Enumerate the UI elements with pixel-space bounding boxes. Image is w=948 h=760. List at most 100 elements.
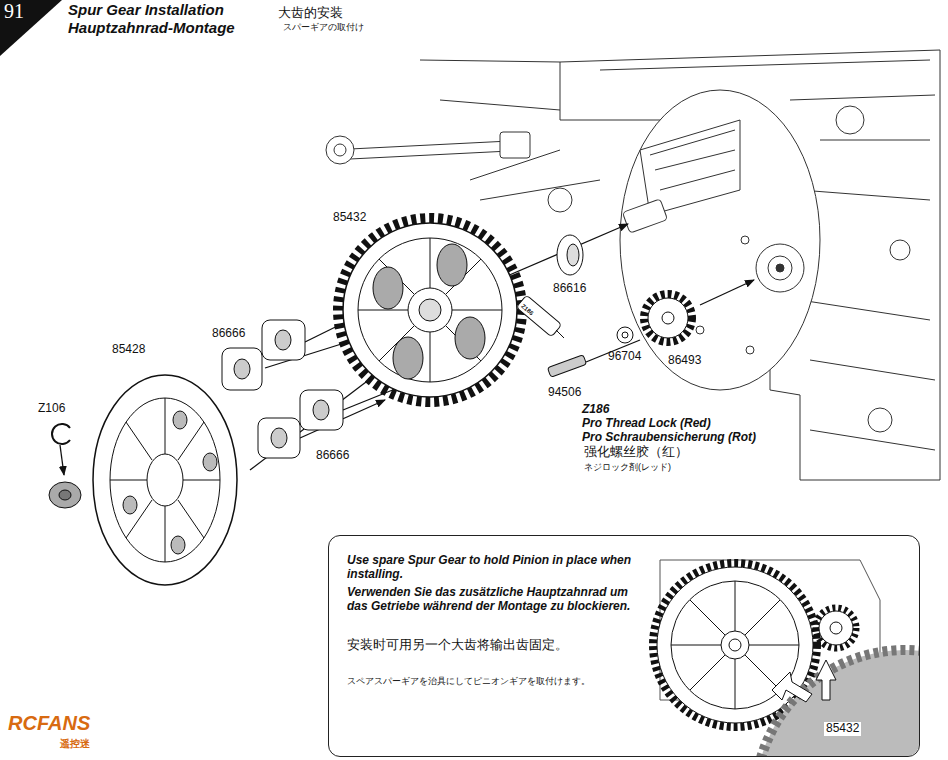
slipper-plate [110,398,220,562]
slipper-plate [123,496,137,514]
e-clip-and-nut [49,424,81,508]
note-inset [653,560,948,760]
chassis [746,346,754,354]
step-number: 91 [4,0,24,23]
slipper-pad [271,428,287,448]
note-inset [772,672,812,702]
pinion-parts [556,330,564,338]
note-text: Use spare Spur Gear to hold Pinion in pl… [347,554,637,582]
part-number: 85432 [333,211,366,225]
pinion-parts [662,312,674,324]
note-inset [819,611,853,645]
watermark: RCFANS [8,712,90,735]
title: Spur Gear Installation [68,1,224,18]
slipper-pad [275,330,291,350]
slipper-plate [171,536,185,554]
title-zh: 大齿的安装 [278,6,343,21]
product-name: Pro Schraubensicherung (Rot) [582,431,756,445]
slipper-pad [262,320,305,360]
slipper-pad [234,359,250,379]
chassis [768,256,792,280]
spur-gear [437,244,467,286]
spur-gear [358,238,502,382]
spur-gear [408,288,452,332]
chassis [620,90,820,390]
chassis [868,408,892,432]
note-inset [816,608,856,648]
chassis [756,244,804,292]
note-inset [755,650,919,756]
note-box: Use spare Spur Gear to hold Pinion in pl… [328,535,920,757]
chassis [500,132,530,158]
title-de: Hauptzahnrad-Montage [68,19,235,36]
slipper-pad [222,320,343,458]
slipper-pad [300,390,343,430]
note-inset [816,660,836,700]
spur-gear [338,218,522,402]
motion-arrow [700,280,754,305]
slipper-plate [147,454,183,506]
chassis [326,136,354,164]
chassis [600,60,935,450]
watermark: 遥控迷 [60,738,90,750]
slipper-plate [93,375,237,585]
part-number: 94506 [548,386,581,400]
slipper-pad [313,400,329,420]
product-code: Z186 [582,403,609,417]
e-clip-and-nut [52,424,70,444]
part-number: Z106 [38,402,65,416]
pinion-parts [567,244,579,266]
motion-arrow [60,445,64,475]
chassis [741,236,749,244]
pinion-parts [516,295,562,337]
chassis [326,50,940,480]
step-badge-shape [0,0,62,56]
pinion-parts [547,355,586,377]
chassis [696,326,704,334]
slipper-plate [93,375,237,585]
pinion-parts [648,298,688,338]
e-clip-and-nut [59,490,71,500]
spur-gear [393,337,423,379]
spur-gear [455,317,485,359]
part-number: 86666 [212,327,245,341]
note-inset [721,631,749,659]
part-number: 85428 [112,343,145,357]
chassis [622,199,667,233]
product-name: 强化螺丝胶（红） [584,445,688,460]
slipper-plate [173,411,187,429]
note-inset [729,639,741,651]
note-inset [830,622,842,634]
note-inset [755,650,919,756]
spur-gear [358,238,502,382]
e-clip-and-nut [49,482,81,508]
spur-gear [419,299,441,321]
part-number: 86666 [316,449,349,463]
note-text: Verwenden Sie das zusätzliche Hauptzahnr… [347,586,639,614]
chassis [776,264,784,272]
product-name: ネジロック剤(レッド) [584,462,671,472]
part-number: 86616 [553,282,586,296]
part-number: 85432 [824,722,861,736]
slipper-pad [222,348,262,390]
chassis [890,240,910,260]
part-number: 86493 [668,354,701,368]
pinion-parts [516,235,692,377]
chassis [650,130,735,190]
chassis [560,50,940,480]
chassis [334,144,346,156]
note-text: 安装时可用另一个大齿将输出齿固定。 [347,638,639,653]
slipper-plate [110,398,220,562]
chassis [548,188,572,212]
title-ja: スパーギアの取付け [283,22,364,32]
pinion-parts [644,294,692,342]
product-name: Pro Thread Lock (Red) [582,417,711,431]
note-text: スペアスパーギアを治具にしてピニオンギアを取付けます。 [347,676,639,686]
spur-gear [343,223,517,397]
slipper-plate [203,453,217,471]
chassis [420,60,600,200]
spur-gear [338,218,522,402]
part-number: 96704 [608,350,641,364]
pinion-parts [622,332,628,338]
